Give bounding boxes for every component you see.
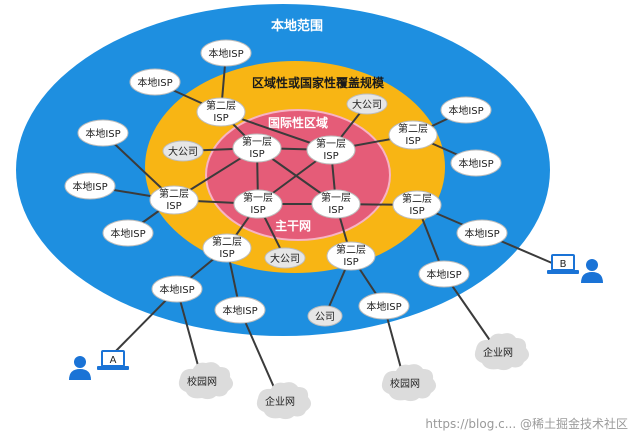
svg-text:第一层: 第一层 [243, 191, 273, 204]
svg-text:ISP: ISP [328, 205, 343, 216]
tier1-isp-node: 第一层 ISP [311, 189, 361, 219]
svg-text:ISP: ISP [213, 113, 228, 124]
user-a-label: A [110, 355, 117, 366]
tier1-isp-node: 第一层 ISP [233, 189, 283, 219]
svg-text:本地ISP: 本地ISP [448, 104, 483, 117]
svg-text:第二层: 第二层 [402, 192, 432, 205]
svg-text:本地ISP: 本地ISP [464, 227, 499, 240]
svg-text:ISP: ISP [166, 201, 181, 212]
svg-text:本地ISP: 本地ISP [110, 227, 145, 240]
svg-text:第二层: 第二层 [212, 235, 242, 248]
nodes: 第一层 ISP 第一层 ISP 第一层 ISP 第一层 ISP 第二层 ISP … [64, 39, 530, 420]
tier2-isp-node: 第二层 ISP [202, 233, 252, 263]
person-icon [69, 356, 91, 380]
svg-text:大公司: 大公司 [168, 145, 198, 158]
local-isp-node: 本地ISP [440, 96, 492, 124]
svg-text:本地ISP: 本地ISP [85, 127, 120, 140]
local-isp-node: 本地ISP [151, 275, 203, 303]
local-scope-title: 本地范围 [271, 18, 323, 34]
local-isp-node: 本地ISP [456, 219, 508, 247]
international-zone-title: 国际性区域 [268, 115, 328, 130]
user-a: A [69, 350, 129, 380]
svg-text:本地ISP: 本地ISP [458, 157, 493, 170]
svg-text:第二层: 第二层 [398, 122, 428, 135]
user-b: B [547, 254, 603, 283]
svg-text:ISP: ISP [409, 206, 424, 217]
svg-text:本地ISP: 本地ISP [137, 76, 172, 89]
person-icon [581, 259, 603, 283]
svg-text:大公司: 大公司 [270, 252, 300, 265]
local-isp-node: 本地ISP [450, 149, 502, 177]
svg-text:ISP: ISP [405, 136, 420, 147]
svg-text:企业网: 企业网 [265, 395, 295, 408]
svg-text:ISP: ISP [343, 257, 358, 268]
svg-text:大公司: 大公司 [352, 98, 382, 111]
svg-text:ISP: ISP [249, 149, 264, 160]
svg-text:ISP: ISP [323, 151, 338, 162]
svg-text:第一层: 第一层 [316, 137, 346, 150]
campus-network-cloud: 校园网 [178, 362, 234, 400]
laptop-icon: A [97, 350, 129, 370]
local-isp-node: 本地ISP [358, 292, 410, 320]
watermark: https://blog.c... @稀土掘金技术社区 [425, 416, 628, 431]
svg-text:本地ISP: 本地ISP [159, 283, 194, 296]
svg-text:校园网: 校园网 [390, 377, 420, 390]
svg-text:公司: 公司 [315, 312, 335, 323]
svg-text:ISP: ISP [250, 205, 265, 216]
svg-text:本地ISP: 本地ISP [426, 268, 461, 281]
svg-text:校园网: 校园网 [187, 375, 217, 388]
svg-text:ISP: ISP [219, 249, 234, 260]
big-company-node: 大公司 [162, 140, 204, 162]
enterprise-network-cloud: 企业网 [256, 382, 312, 420]
svg-text:第一层: 第一层 [321, 191, 351, 204]
svg-text:第二层: 第二层 [159, 187, 189, 200]
campus-network-cloud: 校园网 [381, 364, 437, 402]
tier2-isp-node: 第二层 ISP [326, 241, 376, 271]
local-isp-node: 本地ISP [77, 119, 129, 147]
tier2-isp-node: 第二层 ISP [388, 120, 438, 150]
local-isp-node: 本地ISP [418, 260, 470, 288]
local-isp-node: 本地ISP [102, 219, 154, 247]
svg-text:本地ISP: 本地ISP [72, 180, 107, 193]
regional-scope-title: 区域性或国家性覆盖规模 [252, 75, 385, 90]
enterprise-network-cloud: 企业网 [474, 333, 530, 371]
svg-text:第二层: 第二层 [206, 99, 236, 112]
tier2-isp-node: 第二层 ISP [196, 97, 246, 127]
local-isp-node: 本地ISP [129, 68, 181, 96]
company-node: 公司 [307, 305, 343, 327]
svg-text:本地ISP: 本地ISP [208, 47, 243, 60]
tier1-isp-node: 第一层 ISP [232, 133, 282, 163]
svg-text:本地ISP: 本地ISP [366, 300, 401, 313]
local-isp-node: 本地ISP [200, 39, 252, 67]
tier2-isp-node: 第二层 ISP [392, 190, 442, 220]
tier1-isp-node: 第一层 ISP [306, 135, 356, 165]
big-company-node: 大公司 [346, 93, 388, 115]
user-b-label: B [560, 259, 567, 270]
laptop-icon: B [547, 254, 579, 274]
tier2-isp-node: 第二层 ISP [149, 185, 199, 215]
svg-text:企业网: 企业网 [483, 346, 513, 359]
svg-text:第二层: 第二层 [336, 243, 366, 256]
local-isp-node: 本地ISP [214, 296, 266, 324]
svg-text:本地ISP: 本地ISP [222, 304, 257, 317]
big-company-node: 大公司 [264, 247, 306, 269]
backbone-title: 主干网 [275, 218, 311, 233]
svg-text:第一层: 第一层 [242, 135, 272, 148]
local-isp-node: 本地ISP [64, 172, 116, 200]
